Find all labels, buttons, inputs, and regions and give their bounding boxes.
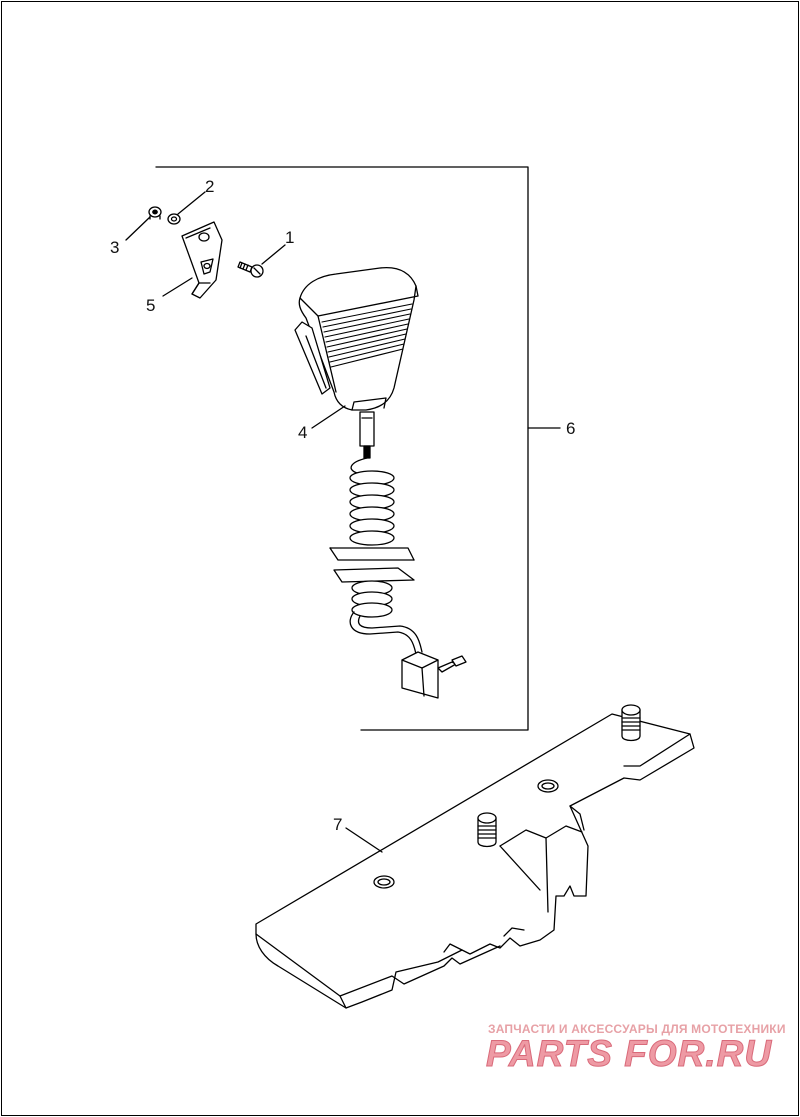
clip-bracket-part <box>181 221 223 299</box>
nut-part <box>148 206 162 220</box>
leader-2 <box>177 191 206 215</box>
group-bracket <box>155 166 529 731</box>
mounting-plate-part <box>255 713 695 1009</box>
watermark-logo: PARTS FOR.RU <box>485 1033 773 1075</box>
washer-part <box>167 213 181 225</box>
watermark-tagline: ЗАПЧАСТИ И АКСЕССУАРЫ ДЛЯ МОТОТЕХНИКИ <box>488 1022 786 1036</box>
callout-2: 2 <box>205 177 214 196</box>
callout-7: 7 <box>333 815 342 834</box>
leader-1 <box>261 244 286 265</box>
cord-break-symbol <box>329 547 415 583</box>
coiled-cord-upper <box>349 457 395 546</box>
callout-5: 5 <box>146 296 155 315</box>
callout-1: 1 <box>285 228 294 247</box>
leader-4 <box>311 405 346 429</box>
callout-6: 6 <box>566 419 575 438</box>
stud-rear <box>621 704 641 742</box>
coiled-cord-lower <box>349 580 423 655</box>
callout-3: 3 <box>110 238 119 257</box>
stud-front <box>477 812 497 848</box>
leader-7 <box>345 827 383 853</box>
callout-4: 4 <box>298 423 307 442</box>
microphone-part <box>294 266 419 459</box>
leader-3 <box>125 216 151 241</box>
connector-plug <box>401 651 467 699</box>
leader-5 <box>162 277 193 297</box>
screw-part <box>237 261 264 278</box>
